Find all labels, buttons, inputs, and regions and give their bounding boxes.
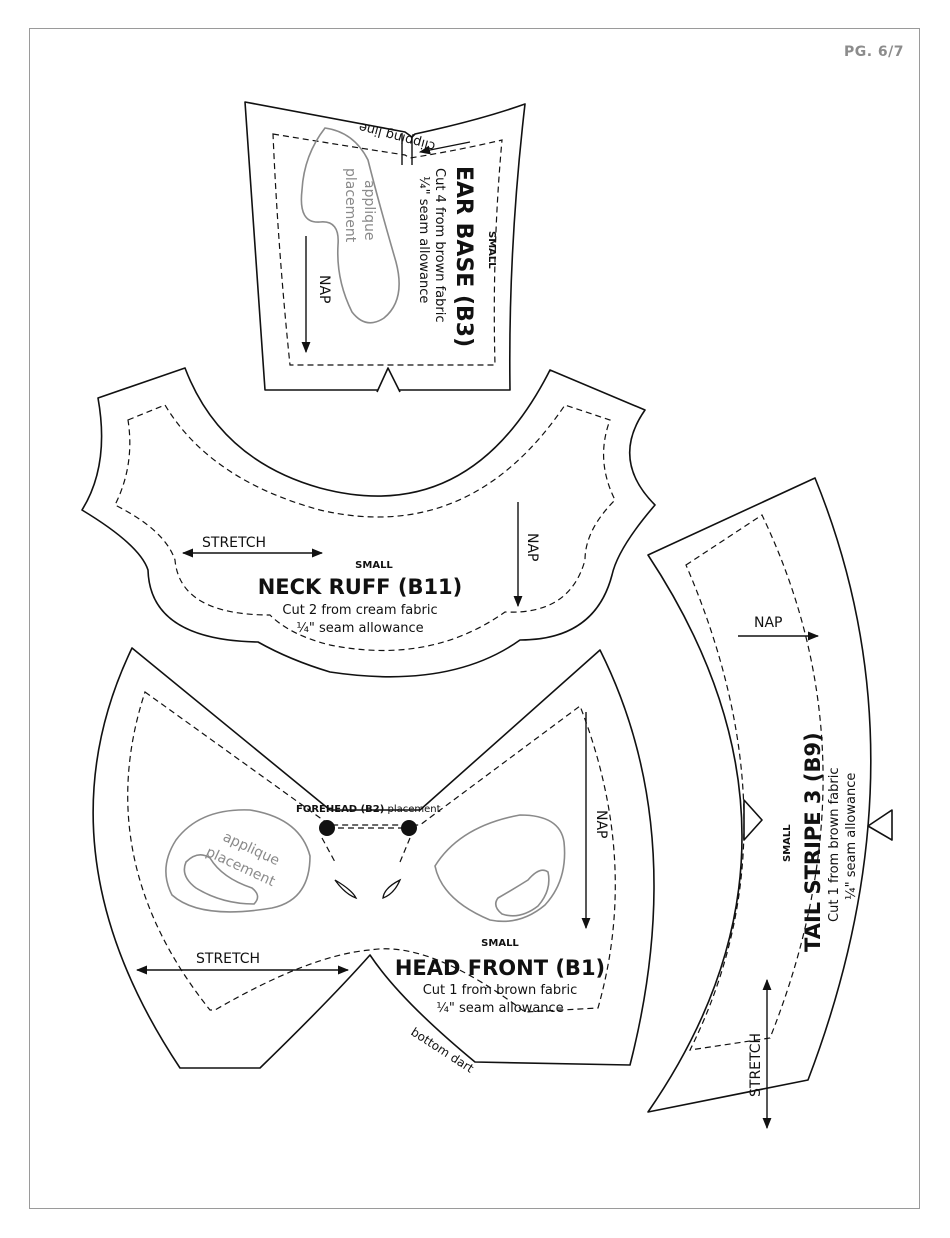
neck-ruff-stretch-label: STRETCH: [202, 535, 266, 551]
head-front-seam-text: ¼" seam allowance: [436, 1001, 563, 1016]
head-applique-left-outline: [165, 809, 311, 913]
tail-stripe-size: SMALL: [782, 824, 793, 862]
tail-stripe-notch-left: [743, 799, 763, 841]
ear-base-applique-label-1: applique: [361, 180, 377, 241]
head-front-forehead-label: FOREHEAD (B2) placement: [296, 804, 441, 815]
ear-base-applique-label-2: placement: [342, 168, 358, 243]
tail-stripe-seam-text: ¼" seam allowance: [844, 773, 859, 900]
neck-ruff-piece: STRETCH NAP SMALL NECK RUFF (B11) Cut 2 …: [81, 367, 656, 678]
head-front-title: HEAD FRONT (B1): [395, 956, 605, 980]
head-front-stretch-label: STRETCH: [196, 951, 260, 967]
head-applique-right-outline: [434, 814, 566, 923]
head-applique-left-inner: [183, 854, 259, 905]
forehead-dot-right: [401, 820, 417, 836]
head-front-seam-line: [127, 691, 616, 1013]
nose-slit-right: [382, 878, 402, 899]
tail-stripe-notch-right: [867, 809, 893, 841]
tail-stripe-piece: NAP STRETCH SMALL TAIL STRIPE 3 (B9) Cut…: [647, 477, 893, 1130]
head-front-piece: FOREHEAD (B2) placement applique placeme…: [92, 647, 655, 1076]
neck-ruff-title: NECK RUFF (B11): [258, 575, 463, 599]
ear-base-seam-text: ¼" seam allowance: [416, 176, 431, 303]
head-front-size: SMALL: [481, 938, 519, 949]
head-applique-right-inner: [494, 869, 550, 917]
neck-ruff-cut-line: [81, 367, 656, 678]
tail-stripe-nap-label: NAP: [754, 615, 783, 631]
tail-stripe-stretch-label: STRETCH: [748, 1033, 764, 1097]
ear-base-piece: clipping line applique placement NAP SMA…: [244, 101, 526, 393]
ear-base-cut-line: [244, 101, 526, 391]
page-number: PG. 6/7: [843, 44, 904, 60]
neck-ruff-seam-line: [114, 404, 616, 652]
forehead-dot-left: [319, 820, 335, 836]
ear-base-cut-instruction: Cut 4 from brown fabric: [432, 168, 447, 323]
neck-ruff-cut-instruction: Cut 2 from cream fabric: [282, 603, 437, 618]
ear-base-title: EAR BASE (B3): [451, 166, 476, 347]
page-frame: [29, 28, 920, 1209]
ear-base-applique-outline: [300, 127, 400, 324]
neck-ruff-seam-text: ¼" seam allowance: [296, 621, 423, 636]
ear-base-size: SMALL: [486, 231, 497, 269]
head-front-nap-label: NAP: [593, 810, 609, 839]
head-front-cut-instruction: Cut 1 from brown fabric: [423, 983, 578, 998]
ear-base-notch: [376, 367, 401, 393]
ear-base-nap-label: NAP: [316, 275, 332, 304]
head-front-cut-line: [92, 647, 655, 1069]
nose-slit-left: [334, 879, 358, 900]
tail-stripe-title: TAIL STRIPE 3 (B9): [801, 732, 825, 952]
tail-stripe-cut-instruction: Cut 1 from brown fabric: [827, 767, 842, 922]
neck-ruff-nap-label: NAP: [524, 533, 540, 562]
tail-stripe-seam-line: [685, 514, 824, 1051]
ear-base-seam-line: [272, 133, 503, 366]
neck-ruff-size: SMALL: [355, 560, 393, 571]
